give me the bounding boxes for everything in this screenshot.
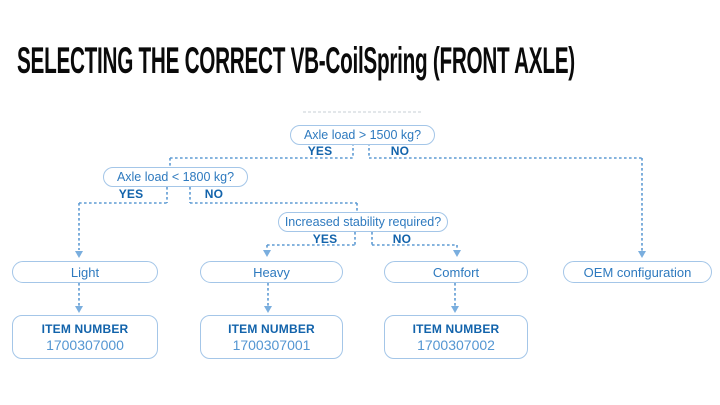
result-comfort: Comfort	[384, 261, 528, 283]
decision-increased-stability: Increased stability required?	[278, 212, 448, 232]
arrow-down-icon	[453, 250, 461, 257]
result-light: Light	[12, 261, 158, 283]
decision-axle-load-1500: Axle load > 1500 kg?	[290, 125, 435, 145]
decision-axle-load-1800: Axle load < 1800 kg?	[103, 167, 248, 187]
arrow-down-icon	[638, 251, 646, 258]
branch-no-q3: NO	[392, 232, 412, 246]
decision-label: Axle load < 1800 kg?	[116, 170, 235, 184]
item-number-heading: ITEM NUMBER	[41, 321, 129, 336]
item-number-card-light: ITEM NUMBER 1700307000	[12, 315, 158, 359]
result-label: Comfort	[432, 264, 480, 280]
page-title: SELECTING THE CORRECT VB-CoilSpring (FRO…	[17, 40, 575, 81]
result-label: OEM configuration	[583, 264, 692, 280]
item-number-value: 1700307001	[232, 336, 311, 353]
branch-yes-q3: YES	[312, 232, 338, 246]
result-label: Heavy	[253, 264, 290, 280]
branch-yes-q2: YES	[118, 187, 144, 201]
item-number-value: 1700307002	[417, 336, 495, 353]
item-number-heading: ITEM NUMBER	[228, 321, 315, 336]
branch-no-q1: NO	[390, 144, 410, 158]
result-heavy: Heavy	[200, 261, 343, 283]
decision-label: Axle load > 1500 kg?	[303, 128, 422, 142]
arrow-down-icon	[451, 306, 459, 313]
arrow-down-icon	[75, 251, 83, 258]
item-number-card-heavy: ITEM NUMBER 1700307001	[200, 315, 343, 359]
arrow-down-icon	[264, 306, 272, 313]
item-number-heading: ITEM NUMBER	[412, 321, 500, 336]
branch-yes-q1: YES	[307, 144, 333, 158]
item-number-value: 1700307000	[46, 336, 124, 353]
branch-no-q2: NO	[204, 187, 224, 201]
decision-label: Increased stability required?	[284, 215, 442, 229]
item-number-card-comfort: ITEM NUMBER 1700307002	[384, 315, 528, 359]
dashed-connector-lines	[78, 143, 643, 306]
arrow-down-icon	[75, 306, 83, 313]
arrow-down-icon	[263, 250, 271, 257]
result-label: Light	[70, 264, 100, 280]
result-oem-configuration: OEM configuration	[563, 261, 712, 283]
